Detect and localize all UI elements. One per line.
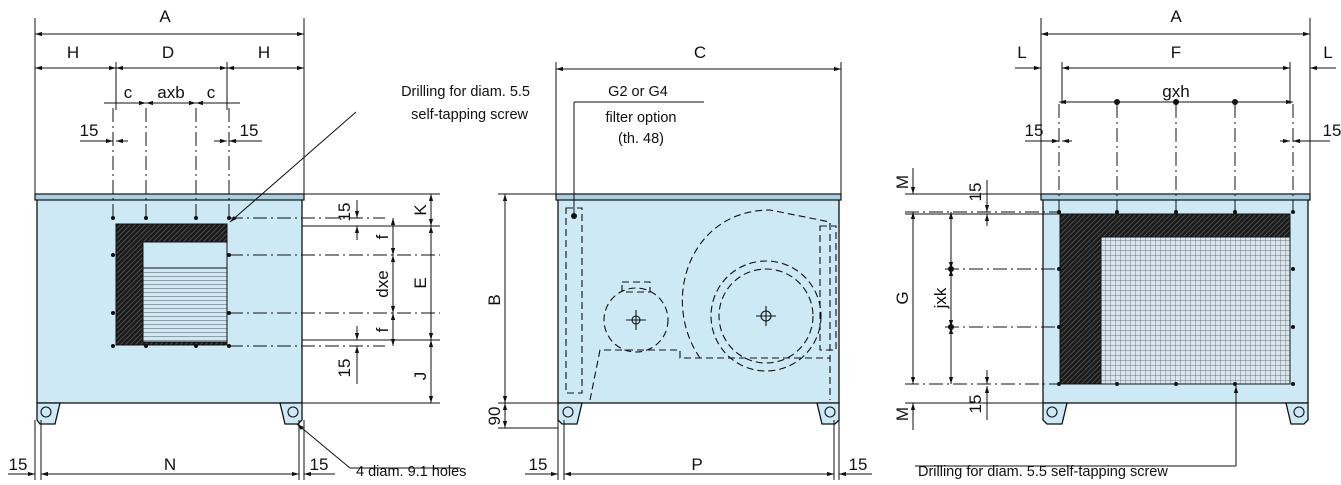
dim-15-rear-right: 15 [1323, 121, 1341, 140]
rear-foot-right [1285, 402, 1309, 425]
dim-15-side-left: 15 [529, 455, 548, 474]
dim-15-foot-right: 15 [310, 455, 329, 474]
dim-F: F [1171, 43, 1181, 62]
holes-note: 4 diam. 9.1 holes [356, 464, 466, 480]
drilling-note-rear: Drilling for diam. 5.5 self-tapping scre… [918, 464, 1168, 480]
dim-K: K [411, 204, 430, 216]
dim-A-rear: A [1170, 7, 1182, 26]
filter-note-line1: G2 or G4 [608, 84, 668, 100]
dim-15-front-top: 15 [335, 203, 354, 222]
motor-circle [603, 287, 669, 353]
front-view: A H D H c axb c 15 15 15 K f dxe E f 15 … [8, 7, 530, 480]
dim-M-top: M [893, 175, 912, 189]
dim-G: G [893, 291, 912, 304]
front-foot-hole-left [40, 406, 52, 418]
side-foot-right [816, 402, 840, 425]
front-roof-flange [34, 193, 305, 201]
filter-note-line2: filter option [606, 110, 677, 126]
dim-15-rear-top: 15 [966, 183, 985, 202]
dim-f-bottom: f [373, 327, 392, 332]
rear-view: A L F L gxh 15 15 M 15 G jxk 15 M Drilli… [893, 7, 1341, 480]
dim-15-foot-left: 15 [9, 455, 28, 474]
dim-C: C [694, 43, 706, 62]
rear-foot-hole-right [1293, 406, 1305, 418]
dim-N: N [164, 455, 176, 474]
side-foot-hole-left [562, 406, 574, 418]
dim-c-left: c [124, 83, 133, 102]
filter-slot [565, 207, 583, 394]
dim-H-right: H [258, 43, 270, 62]
dim-B: B [485, 294, 504, 305]
drilling-note-front-line1: Drilling for diam. 5.5 [401, 84, 530, 100]
dim-15-rear-bottom: 15 [966, 395, 985, 414]
side-roof-flange [555, 193, 842, 201]
dim-15-front-left: 15 [80, 121, 99, 140]
inlet-mesh [1100, 236, 1291, 385]
dim-A-front: A [159, 7, 171, 26]
dim-c-right: c [207, 83, 216, 102]
dim-15-front-bottom: 15 [335, 359, 354, 378]
fan-inlet-outer [710, 260, 822, 372]
dim-E: E [411, 277, 430, 288]
rear-foot-hole-left [1046, 406, 1058, 418]
dim-f-top: f [373, 234, 392, 239]
fan-inlet-inner [718, 268, 814, 364]
dim-15-front-right: 15 [240, 121, 259, 140]
filter-note-line3: (th. 48) [618, 131, 664, 147]
outlet-louver [142, 267, 228, 343]
dim-P: P [691, 455, 702, 474]
dim-L-right: L [1323, 43, 1332, 62]
dim-M-bottom: M [893, 407, 912, 421]
side-foot-hole-right [824, 406, 836, 418]
dim-90: 90 [485, 407, 504, 426]
front-foot-left [36, 402, 61, 425]
dim-H-left: H [67, 43, 79, 62]
dim-15-side-right: 15 [849, 455, 868, 474]
motor-terminal [621, 281, 651, 293]
dim-L-left: L [1017, 43, 1026, 62]
dim-D: D [162, 43, 174, 62]
dim-gxh: gxh [1162, 82, 1189, 101]
drilling-note-front-line2: self-tapping screw [411, 107, 528, 123]
rear-foot-left [1042, 402, 1068, 425]
dim-jxk: jxk [931, 287, 950, 309]
side-view: C B 90 15 P 15 G2 or G4 filter option (t… [485, 43, 872, 480]
base-frame [589, 349, 831, 401]
fan-scroll [681, 209, 831, 359]
dim-axb: axb [157, 83, 184, 102]
dim-dxe: dxe [373, 270, 392, 297]
dim-15-rear-left: 15 [1025, 121, 1044, 140]
dim-J: J [411, 372, 430, 381]
front-foot-hole-right [287, 406, 299, 418]
side-foot-left [557, 402, 583, 425]
outlet-opening-upper [142, 241, 228, 269]
side-casing [557, 197, 840, 404]
